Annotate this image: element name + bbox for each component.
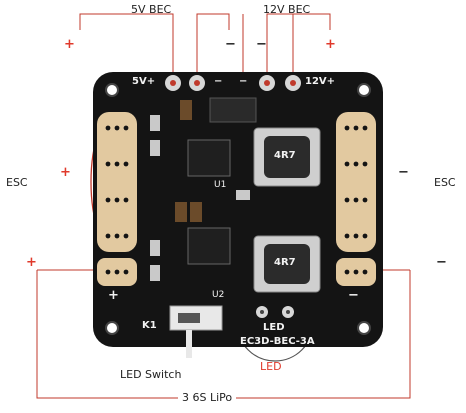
label-lipo: 3 6S LiPo — [178, 391, 237, 404]
sign-minus-esc-right: − — [398, 165, 409, 180]
silk-minus: − — [348, 288, 359, 303]
silk-minus-12v: − — [239, 76, 248, 87]
board-model: EC3D-BEC-3A — [240, 336, 315, 347]
switch-k1-label: K1 — [142, 320, 157, 331]
sign-plus-esc-left: + — [60, 165, 71, 180]
label-esc-left: ESC — [6, 176, 28, 189]
sign-plus-12v: + — [325, 37, 336, 52]
sign-minus-lipo: − — [436, 255, 447, 270]
silk-minus-5v: − — [214, 76, 223, 87]
esc-pad-strips — [97, 112, 376, 286]
esc-pad-holes — [105, 125, 368, 275]
sign-minus-5v: − — [225, 37, 236, 52]
label-esc-right: ESC — [434, 176, 456, 189]
label-led: LED — [260, 360, 282, 373]
output-pads — [165, 75, 301, 91]
reg-u1-label: U1 — [214, 180, 227, 190]
mounting-holes — [105, 83, 371, 335]
components — [150, 97, 321, 358]
label-12v-bec: 12V BEC — [263, 3, 311, 16]
silk-5v: 5V+ — [132, 76, 156, 87]
sign-plus-lipo: + — [26, 255, 37, 270]
sign-minus-12v: − — [256, 37, 267, 52]
inductor-bottom-label: 4R7 — [274, 257, 296, 268]
label-led-switch: LED Switch — [120, 368, 182, 381]
label-5v-bec: 5V BEC — [131, 3, 172, 16]
silk-led: LED — [263, 322, 285, 333]
silk-12v: 12V+ — [305, 76, 336, 87]
sign-plus-5v: + — [64, 37, 75, 52]
reg-u2-label: U2 — [212, 290, 225, 300]
silk-plus: + — [108, 288, 119, 303]
inductor-top-label: 4R7 — [274, 150, 296, 161]
